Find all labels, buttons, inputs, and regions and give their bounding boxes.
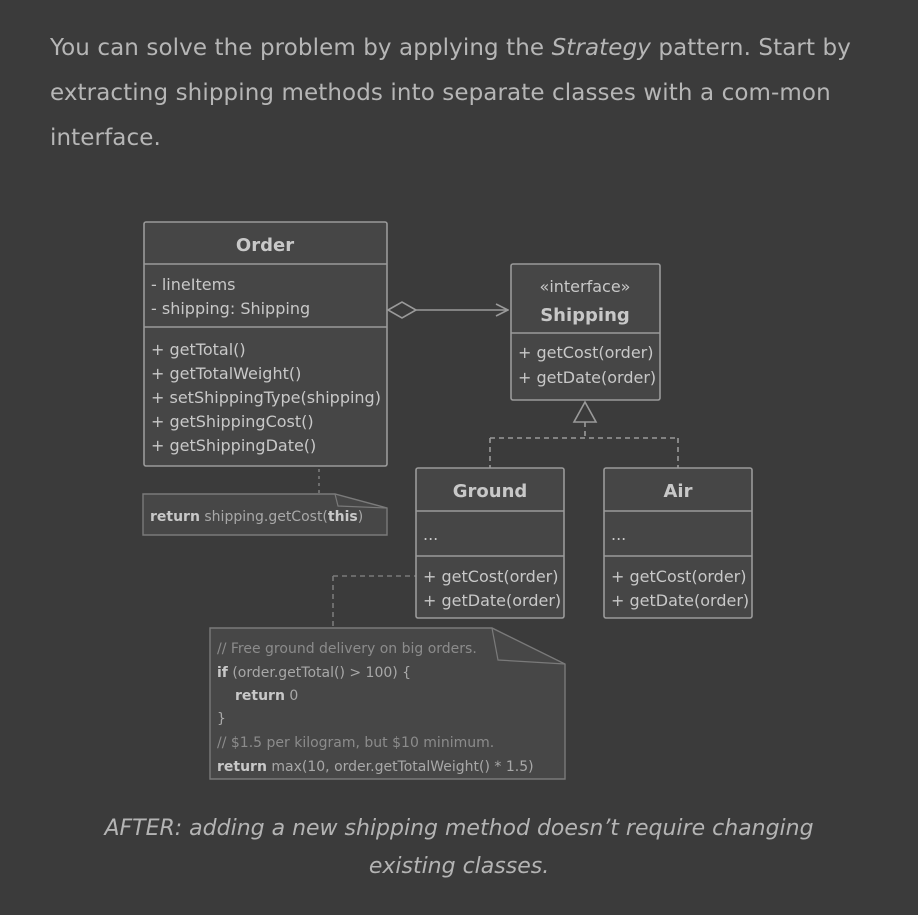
air-title: Air: [664, 481, 693, 502]
air-method: + getCost(order): [611, 567, 746, 586]
figure-caption: AFTER: adding a new shipping method does…: [104, 816, 814, 879]
code-text: max(10, order.getTotalWeight() * 1.5): [267, 759, 534, 775]
shipping-method: + getCost(order): [518, 343, 653, 362]
note-ground: // Free ground delivery on big orders. i…: [209, 627, 566, 780]
order-title: Order: [236, 235, 294, 256]
intro-text-1: You can solve the problem by applying th…: [50, 35, 552, 61]
keyword-return: return: [235, 688, 285, 704]
code-text: 0: [285, 688, 298, 704]
ground-fields: ...: [423, 525, 438, 544]
order-method: + getShippingCost(): [151, 412, 314, 431]
order-note-code: return shipping.getCost(this): [150, 509, 363, 525]
ground-note-comment: // $1.5 per kilogram, but $10 minimum.: [217, 735, 494, 751]
ground-note-line: return max(10, order.getTotalWeight() * …: [217, 759, 534, 775]
order-method: + getShippingDate(): [151, 436, 316, 455]
code-text: ): [358, 509, 363, 525]
intro-paragraph: You can solve the problem by applying th…: [50, 26, 880, 161]
ground-note-line: }: [217, 711, 226, 727]
order-method: + getTotal(): [151, 340, 246, 359]
code-text: shipping.getCost(: [200, 509, 328, 525]
aggregation-diamond: [386, 301, 418, 319]
keyword-return: return: [217, 759, 267, 775]
shipping-stereotype: «interface»: [540, 277, 631, 296]
connectors: [314, 301, 679, 628]
ground-method: + getCost(order): [423, 567, 558, 586]
code-text: (order.getTotal() > 100) {: [228, 665, 411, 681]
ground-note-line: return 0: [235, 688, 298, 704]
order-method: + setShippingType(shipping): [151, 388, 381, 407]
shipping-title: Shipping: [540, 305, 630, 326]
class-air: Air ... + getCost(order) + getDate(order…: [603, 467, 753, 619]
air-fields: ...: [611, 525, 626, 544]
order-method: + getTotalWeight(): [151, 364, 301, 383]
ground-title: Ground: [453, 481, 528, 502]
keyword-if: if: [217, 665, 229, 681]
order-field: - shipping: Shipping: [151, 299, 310, 318]
realization-triangle: [572, 400, 598, 423]
order-field: - lineItems: [151, 275, 236, 294]
intro-strategy-emphasis: Strategy: [551, 35, 651, 61]
shipping-method: + getDate(order): [518, 368, 656, 387]
keyword-return: return: [150, 509, 200, 525]
air-method: + getDate(order): [611, 591, 749, 610]
interface-shipping: «interface» Shipping + getCost(order) + …: [510, 263, 661, 401]
class-ground: Ground ... + getCost(order) + getDate(or…: [415, 467, 565, 619]
keyword-this: this: [328, 509, 358, 525]
intro-text-2: pattern. Start by extracting shipping me…: [50, 35, 851, 151]
class-order: Order - lineItems - shipping: Shipping +…: [143, 221, 388, 467]
note-order: return shipping.getCost(this): [142, 493, 388, 536]
ground-note-line: if (order.getTotal() > 100) {: [217, 665, 411, 681]
ground-method: + getDate(order): [423, 591, 561, 610]
ground-note-comment: // Free ground delivery on big orders.: [217, 641, 477, 657]
